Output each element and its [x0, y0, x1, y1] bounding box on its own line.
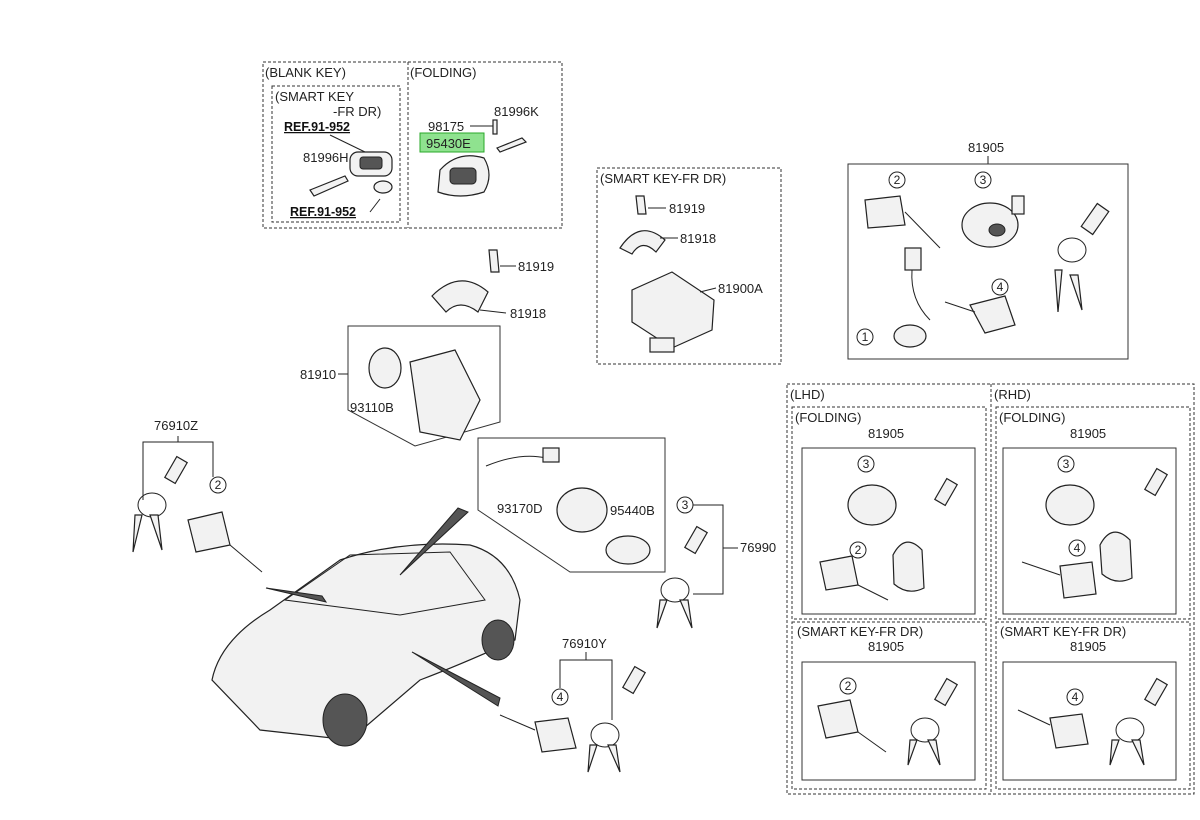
callout-3-center: 3 [682, 498, 689, 512]
part-81910[interactable]: 81910 [300, 367, 336, 382]
part-98175[interactable]: 98175 [428, 119, 464, 134]
door-lock-icon-3 [534, 717, 577, 753]
smart-key-fr-dr-box [596, 167, 782, 365]
part-81919-b[interactable]: 81919 [518, 259, 554, 274]
trunk-lock-icon-rhd [1059, 561, 1097, 599]
group-smart-key-fr-dr: (SMART KEY-FR DR) [600, 171, 726, 186]
part-81996H[interactable]: 81996H [303, 150, 349, 165]
group-rhd: (RHD) [994, 387, 1031, 402]
key-blade-icon [496, 137, 528, 153]
part-81905-lhd-folding[interactable]: 81905 [868, 426, 904, 441]
door-lock-icon [864, 195, 906, 229]
callout-3-lhd: 3 [863, 457, 870, 471]
group-lhd-folding: (FOLDING) [795, 410, 861, 425]
door-lock-icon-lhd [819, 555, 859, 591]
arrow-icon-2 [265, 587, 328, 603]
part-81905-top[interactable]: 81905 [968, 140, 1004, 155]
callout-1-top: 1 [862, 330, 869, 344]
key-icon-3 [132, 514, 143, 553]
lock-set-box [847, 163, 1129, 360]
group-smart-key-line2: -FR DR) [333, 104, 381, 119]
part-95440B[interactable]: 95440B [610, 503, 655, 518]
callout-4-rhd: 4 [1074, 541, 1081, 555]
part-81900A[interactable]: 81900A [718, 281, 763, 296]
part-81905-rhd-folding[interactable]: 81905 [1070, 426, 1106, 441]
callout-4-76910Y: 4 [557, 690, 564, 704]
callout-2-top: 2 [894, 173, 901, 187]
callout-4-top: 4 [997, 280, 1004, 294]
bracket-icon [619, 230, 666, 255]
part-93110B[interactable]: 93110B [350, 400, 394, 415]
part-81996K[interactable]: 81996K [494, 104, 539, 119]
key-icon-1 [1054, 269, 1063, 313]
smart-key-inner-box [271, 85, 401, 223]
ignition-cylinder-icon-lhd [847, 484, 897, 526]
screw-icon [635, 195, 647, 215]
key-tag-icon [1080, 202, 1110, 236]
trunk-lock-icon [969, 295, 1016, 334]
screw-icon-2 [488, 249, 500, 273]
callout-4-rhd-smart: 4 [1072, 690, 1079, 704]
part-81919-a[interactable]: 81919 [669, 201, 705, 216]
group-lhd-smart: (SMART KEY-FR DR) [797, 624, 923, 639]
blank-key-box [262, 61, 563, 229]
door-lock-icon-lhd-smart [817, 699, 859, 739]
key-tag-icon-2 [163, 455, 189, 485]
part-93170D[interactable]: 93170D [497, 501, 543, 516]
key-icon-2 [1069, 274, 1083, 311]
key-cylinder-icon [556, 487, 608, 533]
cylinder-icon [368, 347, 402, 389]
bracket-icon-2 [431, 280, 489, 313]
callout-2-lhd-smart: 2 [845, 679, 852, 693]
group-blank-key: (BLANK KEY) [265, 65, 346, 80]
part-76990[interactable]: 76990 [740, 540, 776, 555]
ref-label-2[interactable]: REF.91-952 [290, 205, 356, 219]
arrow-icon-3 [411, 651, 501, 707]
glove-box-lock-icon [893, 324, 927, 348]
part-81905-lhd-smart[interactable]: 81905 [868, 639, 904, 654]
part-76910Y[interactable]: 76910Y [562, 636, 607, 651]
folding-key-icon-rhd [1099, 531, 1133, 582]
switch-group-box [477, 437, 666, 573]
highlight-95430E [419, 132, 485, 153]
part-81918-b[interactable]: 81918 [510, 306, 546, 321]
callout-3-rhd: 3 [1063, 457, 1070, 471]
group-rhd-folding: (FOLDING) [999, 410, 1065, 425]
group-folding-top: (FOLDING) [410, 65, 476, 80]
car-body-icon [211, 543, 521, 741]
ignition-cylinder-icon [961, 202, 1019, 248]
ring-icon [605, 535, 651, 565]
lhd-rhd-box [786, 383, 1195, 795]
callout-2-lhd: 2 [855, 543, 862, 557]
lock-housing-icon [631, 271, 715, 349]
pin-icon [492, 119, 498, 135]
connector-icon [904, 247, 922, 271]
callout-3-top: 3 [980, 173, 987, 187]
key-tag-icon-3 [683, 525, 709, 555]
emergency-key-icon [309, 175, 349, 197]
part-81918-a[interactable]: 81918 [680, 231, 716, 246]
trunk-lock-icon-rhd-smart [1049, 713, 1089, 749]
door-lock-icon-2 [187, 511, 231, 553]
callout-2-76910Z: 2 [215, 478, 222, 492]
group-lhd: (LHD) [790, 387, 825, 402]
ignition-housing-icon [409, 349, 481, 441]
arrow-icon-1 [399, 507, 469, 576]
folding-key-icon-lhd [892, 541, 925, 592]
key-icon-4 [149, 514, 163, 551]
group-rhd-smart: (SMART KEY-FR DR) [1000, 624, 1126, 639]
wire-icon [485, 455, 547, 467]
battery-icon [373, 180, 393, 194]
ignition-cylinder-icon-rhd [1045, 484, 1095, 526]
ref-label-1[interactable]: REF.91-952 [284, 120, 350, 134]
part-76910Z[interactable]: 76910Z [154, 418, 198, 433]
part-95430E[interactable]: 95430E [426, 136, 471, 151]
group-smart-key-line1: (SMART KEY [275, 89, 354, 104]
part-81905-rhd-smart[interactable]: 81905 [1070, 639, 1106, 654]
